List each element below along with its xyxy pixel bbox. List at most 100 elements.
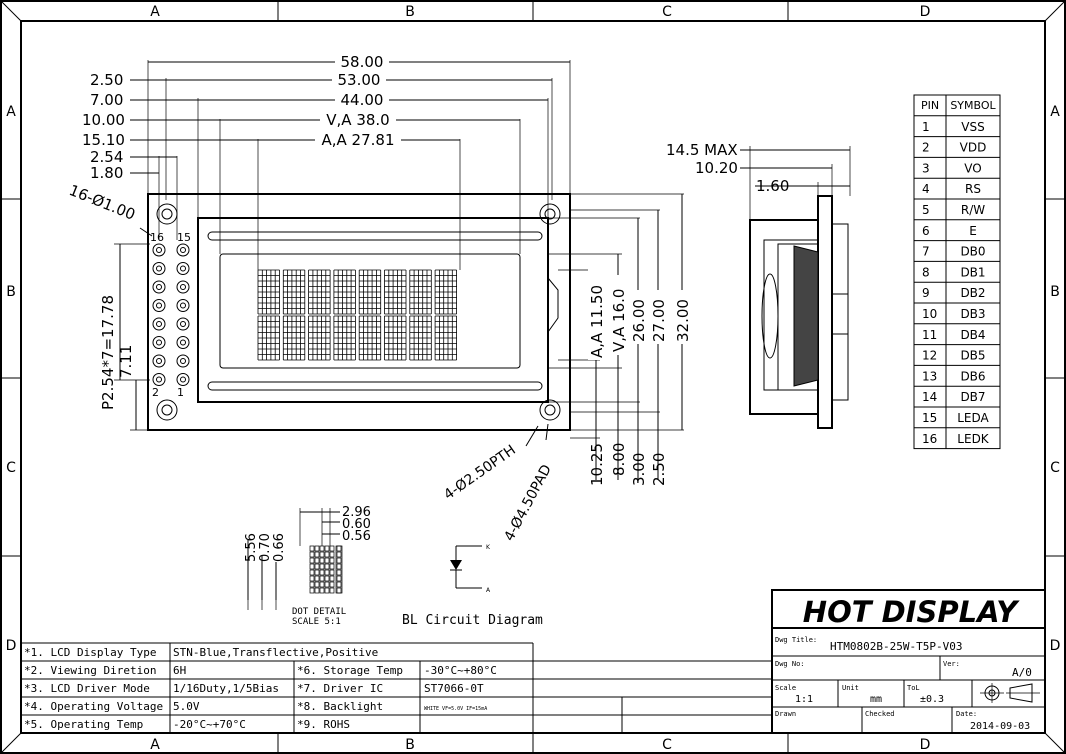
pin-symbol: VSS xyxy=(961,120,984,134)
character-cell xyxy=(333,315,356,361)
pin-symbol: DB4 xyxy=(960,328,985,342)
pin-number: 5 xyxy=(922,203,930,217)
pin-16-label: 16 xyxy=(150,231,164,244)
spec-value: WHITE VF=5.0V IF=15mA xyxy=(424,706,487,712)
mounting-holes xyxy=(156,203,561,421)
zone-col-a-top: A xyxy=(150,4,160,20)
dim-1000: 10.00 xyxy=(82,111,125,129)
character-cell xyxy=(333,269,356,315)
character-blocks xyxy=(257,269,458,361)
viewing-area xyxy=(219,253,521,369)
pin-number: 1 xyxy=(922,120,930,134)
right-vertical-dimensions: A,A 11.50 V,A 16.0 26.00 27.00 32.00 10.… xyxy=(548,193,692,486)
zone-col-b-top: B xyxy=(405,4,415,20)
front-view: 16 15 2 1 xyxy=(147,193,571,431)
spec-value: 1/16Duty,1/5Bias xyxy=(173,682,279,695)
dim-aa1150: A,A 11.50 xyxy=(588,285,606,358)
dim-44: 44.00 xyxy=(341,91,384,109)
spec-value: STN-Blue,Transflective,Positive xyxy=(173,646,378,659)
zone-row-d-right: D xyxy=(1050,638,1061,654)
tol-label: ToL xyxy=(907,684,920,692)
pin-number: 15 xyxy=(922,411,937,425)
character-cell xyxy=(282,269,306,315)
pin-pad xyxy=(152,354,166,368)
spec-label: *7. Driver IC xyxy=(297,682,383,695)
bl-caption: BL Circuit Diagram xyxy=(402,613,543,628)
spec-label: *8. Backlight xyxy=(297,700,383,713)
zone-row-b-right: B xyxy=(1050,284,1060,300)
dim-va160: V,A 16.0 xyxy=(610,289,628,352)
date-label: Date: xyxy=(956,710,977,718)
pth-note: 4-Ø2.50PTH xyxy=(441,442,519,503)
dim-700: 7.00 xyxy=(90,91,123,109)
side-view: 14.5 MAX 10.20 1.60 xyxy=(666,141,851,429)
spec-value: ST7066-0T xyxy=(424,682,484,695)
dot-detail: 5.56 0.70 0.66 2.96 0.60 0.56 DOT DETAIL… xyxy=(244,505,371,627)
pin-symbol: DB3 xyxy=(960,307,985,321)
character-cell xyxy=(308,315,331,361)
checked-label: Checked xyxy=(865,710,895,718)
pin-number: 8 xyxy=(922,265,930,279)
pin-symbol: DB7 xyxy=(960,390,985,404)
dot-grid xyxy=(247,508,343,610)
zone-row-d-left: D xyxy=(6,638,17,654)
dot-056: 0.56 xyxy=(342,529,371,544)
spec-label: *2. Viewing Diretion xyxy=(24,664,156,677)
zone-row-a-left: A xyxy=(6,104,16,120)
dot-070: 0.70 xyxy=(258,533,273,562)
zone-row-c-right: C xyxy=(1050,460,1060,476)
pin-pad xyxy=(176,336,190,349)
dim-711: 7.11 xyxy=(117,345,135,378)
character-cell xyxy=(384,315,407,361)
dim-2600: 26.00 xyxy=(630,299,648,342)
pin-pad xyxy=(152,280,166,294)
character-cell xyxy=(282,315,306,361)
dot-060: 0.60 xyxy=(342,517,371,532)
pin-symbol: DB2 xyxy=(960,286,985,300)
pad-note: 4-Ø4.50PAD xyxy=(501,462,555,544)
pin-symbol: LEDK xyxy=(957,432,990,446)
width-dimensions: 58.00 53.00 44.00 V,A 38.0 A,A 27.81 2.5… xyxy=(82,53,571,270)
ver-value: A/0 xyxy=(1012,666,1032,679)
title-block: HOT DISPLAY Dwg Title: HTM0802B-25W-T5P-… xyxy=(771,589,1046,734)
dim-250: 2.50 xyxy=(90,71,123,89)
unit-label: Unit xyxy=(842,684,859,692)
pin-number: 13 xyxy=(922,369,937,383)
character-cell xyxy=(257,269,280,315)
scale-value: 1:1 xyxy=(795,694,813,705)
dwg-title-value: HTM0802B-25W-T5P-V03 xyxy=(830,640,962,653)
pin-pad xyxy=(176,317,190,331)
dwg-title-label: Dwg Title: xyxy=(775,636,817,644)
pin-pad xyxy=(176,243,190,257)
character-cell xyxy=(308,269,331,315)
dim-800: 8.00 xyxy=(610,443,628,476)
spec-table: *1. LCD Display Type STN-Blue,Transflecti… xyxy=(21,642,772,734)
zone-col-c-bottom: C xyxy=(662,737,672,753)
connector-pins xyxy=(152,243,190,386)
symbol-header: SYMBOL xyxy=(950,99,996,112)
spec-label: *1. LCD Display Type xyxy=(24,646,156,659)
pin-pad xyxy=(152,299,166,312)
dim-va38: V,A 38.0 xyxy=(326,111,389,129)
dim-250b: 2.50 xyxy=(650,453,668,486)
pin-number: 6 xyxy=(922,224,930,238)
dim-300: 3.00 xyxy=(630,453,648,486)
pin-pad xyxy=(176,280,190,294)
dim-aa2781: A,A 27.81 xyxy=(321,131,394,149)
date-value: 2014-09-03 xyxy=(970,721,1030,732)
dim-53: 53.00 xyxy=(338,71,381,89)
character-cell xyxy=(358,315,382,361)
dot-detail-scale: SCALE 5:1 xyxy=(292,617,341,627)
pin-number: 9 xyxy=(922,286,930,300)
character-cell xyxy=(358,269,382,315)
pin-number: 10 xyxy=(922,307,937,321)
scale-label: Scale xyxy=(775,684,796,692)
spec-value: 6H xyxy=(173,664,186,677)
pin-symbol: DB6 xyxy=(960,369,985,383)
pin-number: 11 xyxy=(922,328,937,342)
spec-label: *4. Operating Voltage xyxy=(24,700,163,713)
dot-556: 5.56 xyxy=(244,533,259,562)
pin-number: 16 xyxy=(922,432,937,446)
dim-2700: 27.00 xyxy=(650,299,668,342)
